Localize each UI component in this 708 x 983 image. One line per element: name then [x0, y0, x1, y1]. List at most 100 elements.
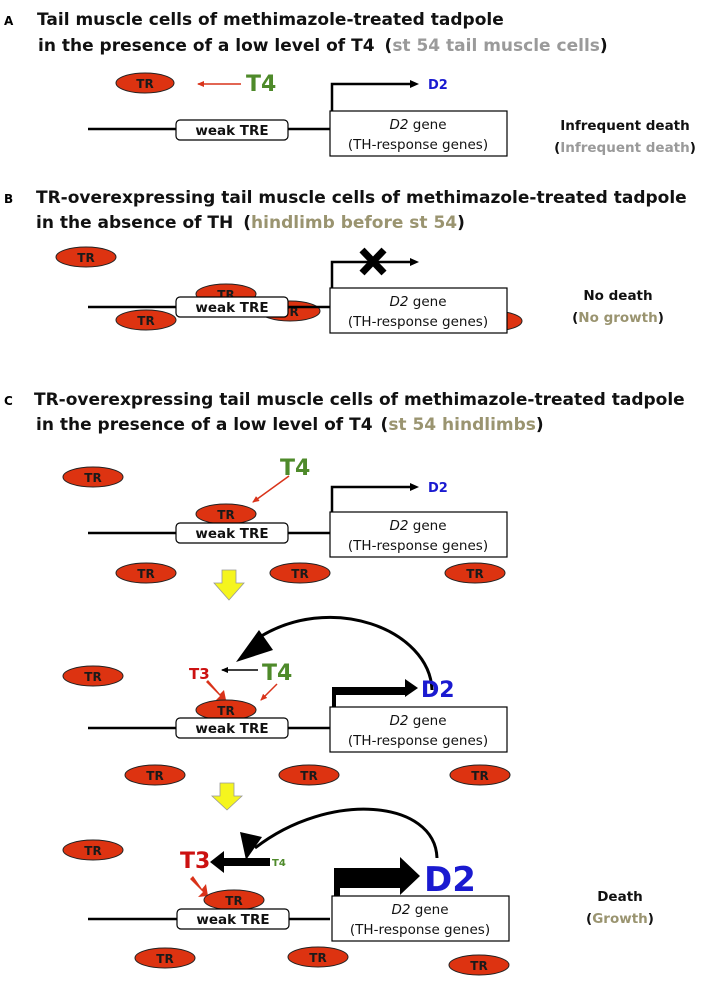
panel-c-title-line2-text: in the presence of a low level of T4	[36, 415, 373, 435]
svg-text:TR: TR	[309, 951, 326, 965]
svg-text:TR: TR	[470, 959, 487, 973]
panel-b-outcome-note-line: (No growth)	[572, 310, 664, 326]
t3-label: T3	[189, 665, 210, 683]
t4-label: T4	[246, 72, 276, 97]
weak-tre-label: weak TRE	[195, 300, 268, 316]
transcription-arrowhead	[410, 483, 419, 491]
tr-bound-to-tre: TR	[203, 889, 265, 911]
feedback-arrowhead	[236, 630, 273, 662]
blocked-x-icon	[359, 247, 387, 276]
th-response-genes-label: (TH-response genes)	[350, 922, 490, 938]
tr-receptor: TR	[269, 562, 331, 584]
yellow-down-arrow	[213, 569, 245, 601]
panel-c-outcome: Death	[597, 889, 643, 905]
svg-text:TR: TR	[225, 894, 242, 908]
step-2: TR T3 T4 TR weak TRE D2 gene (TH-respons…	[62, 615, 511, 786]
d2-product-label: D2	[428, 78, 448, 93]
th-response-genes-label: (TH-response genes)	[348, 538, 488, 554]
svg-text:TR: TR	[84, 844, 101, 858]
weak-tre-box	[176, 908, 290, 930]
d2-gene-label: D2 gene	[389, 713, 446, 729]
tr-bound-to-tre: TR	[195, 699, 257, 721]
feedback-curve-arrow	[254, 807, 439, 859]
weak-tre-box	[175, 119, 289, 141]
svg-text:TR: TR	[77, 251, 94, 265]
weak-tre-label: weak TRE	[195, 123, 268, 139]
panel-a-outcome-note-line: (Infrequent death)	[554, 140, 696, 156]
d2-gene-label: D2 gene	[389, 518, 446, 534]
panel-a: A Tail muscle cells of methimazole-treat…	[4, 10, 696, 157]
weak-tre-label: weak TRE	[196, 912, 269, 928]
tr-receptor: TR	[62, 466, 124, 488]
panel-c-title-line1: TR-overexpressing tail muscle cells of m…	[34, 390, 685, 410]
d2-gene-box	[329, 287, 508, 334]
panel-c-letter: C	[4, 394, 13, 408]
panel-b-title-line2-text: in the absence of TH	[36, 213, 233, 233]
transcription-arrow-thin	[330, 485, 412, 512]
svg-text:TR: TR	[217, 508, 234, 522]
tr-receptor: TR	[115, 309, 177, 331]
panel-a-outcome: Infrequent death	[560, 118, 690, 134]
panel-c: C TR-overexpressing tail muscle cells of…	[4, 390, 685, 976]
svg-text:TR: TR	[466, 567, 483, 581]
transcription-arrow-thin	[330, 82, 412, 111]
tr-receptor: TR	[444, 562, 506, 584]
weak-tre-box	[175, 296, 289, 318]
tr-receptor: TR	[287, 946, 349, 968]
tr-receptor: TR	[115, 72, 175, 94]
panel-c-outcome-note: Growth	[592, 911, 648, 927]
tr-receptor: TR	[55, 246, 117, 268]
tr-receptor: TR	[62, 839, 124, 861]
panel-c-outcome-note-line: (Growth)	[586, 911, 654, 927]
panel-a-title-note: st 54 tail muscle cells	[392, 36, 600, 56]
t3-binding-arrow	[206, 680, 226, 700]
svg-text:TR: TR	[84, 670, 101, 684]
t4-to-t3-conversion-arrow	[210, 851, 270, 873]
t3-binding-arrow	[190, 876, 208, 897]
th-response-genes-label: (TH-response genes)	[348, 314, 488, 330]
t4-label: T4	[262, 661, 292, 686]
weak-tre-label: weak TRE	[195, 526, 268, 542]
svg-text:TR: TR	[291, 567, 308, 581]
panel-b: B TR-overexpressing tail muscle cells of…	[4, 188, 687, 334]
svg-text:TR: TR	[84, 471, 101, 485]
d2-gene-label: D2 gene	[389, 117, 446, 133]
feedback-curve-arrow	[254, 615, 434, 691]
svg-text:TR: TR	[217, 704, 234, 718]
d2-gene-box	[331, 895, 510, 942]
svg-text:TR: TR	[146, 769, 163, 783]
tr-receptor: TR	[124, 764, 186, 786]
d2-product-label: D2	[424, 860, 476, 900]
weak-tre-label: weak TRE	[195, 721, 268, 737]
d2-gene-label: D2 gene	[391, 902, 448, 918]
d2-product-label: D2	[421, 678, 455, 703]
tr-receptor: TR	[278, 764, 340, 786]
weak-tre-box	[175, 522, 289, 544]
svg-text:TR: TR	[136, 77, 153, 91]
t4-label: T4	[280, 456, 310, 481]
d2-gene-label: D2 gene	[389, 294, 446, 310]
svg-text:TR: TR	[156, 952, 173, 966]
svg-text:TR: TR	[137, 567, 154, 581]
th-response-genes-label: (TH-response genes)	[348, 137, 488, 153]
transcription-arrowhead	[410, 258, 419, 266]
panel-b-letter: B	[4, 192, 13, 206]
transcription-arrow-thin	[330, 260, 412, 288]
weak-tre-box	[175, 717, 289, 739]
svg-text:TR: TR	[300, 769, 317, 783]
t3-label: T3	[180, 849, 210, 874]
tr-receptor: TR	[115, 562, 177, 584]
panel-a-title-line1: Tail muscle cells of methimazole-treated…	[37, 10, 504, 30]
tr-receptor: TR	[448, 954, 510, 976]
yellow-down-arrow	[210, 782, 244, 811]
panel-b-title-line1: TR-overexpressing tail muscle cells of m…	[36, 188, 687, 208]
panel-c-title-line2: in the presence of a low level of T4(st …	[36, 415, 544, 435]
panel-b-title-note: hindlimb before st 54	[251, 213, 457, 233]
step-1: TR T4 TR weak TRE D2 gene (TH-response g…	[62, 456, 508, 584]
feedback-arrowhead	[240, 832, 262, 860]
step-3: TR T3 T4 TR weak TRE D2 gene (TH-respons…	[62, 807, 510, 976]
t4-binding-arrow	[260, 683, 278, 701]
panel-a-title-line2-text: in the presence of a low level of T4	[38, 36, 375, 56]
tr-receptor: TR	[62, 665, 124, 687]
